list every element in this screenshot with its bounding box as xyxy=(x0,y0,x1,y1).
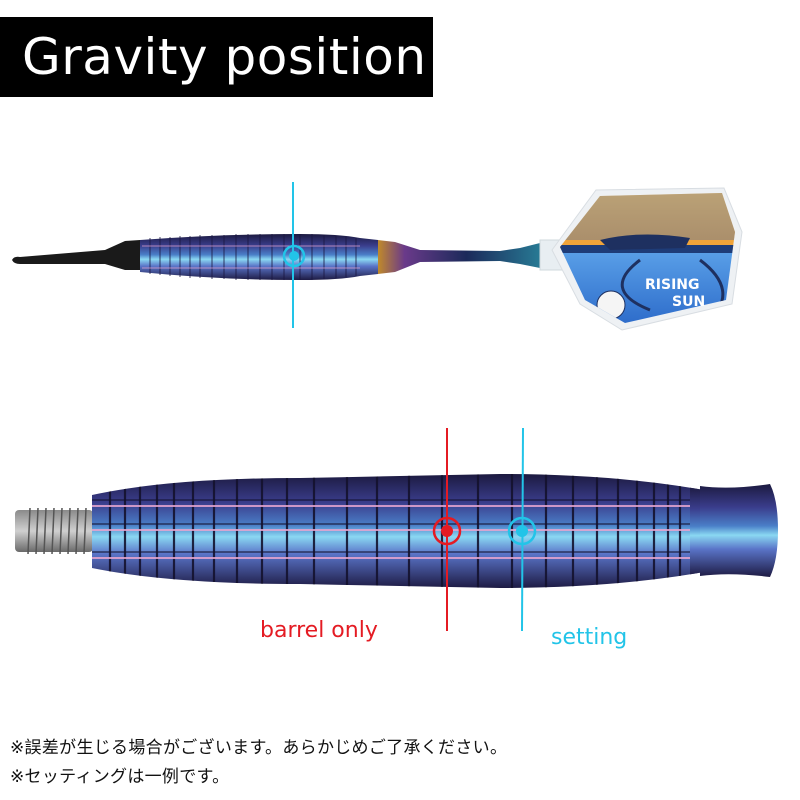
flight-text-sun: SUN xyxy=(672,294,705,310)
page-title: Gravity position xyxy=(22,28,427,86)
dart-tip xyxy=(12,240,140,270)
dart-shaft xyxy=(378,239,563,274)
note-setting-example: ※セッティングは一例です。 xyxy=(10,767,230,787)
dart-flight: RISING SUN xyxy=(551,187,743,331)
bottom-barrel xyxy=(15,474,778,588)
top-barrel xyxy=(140,234,378,280)
top-setting-marker xyxy=(282,182,306,328)
barrel-thread xyxy=(15,507,93,555)
note-tolerance: ※誤差が生じる場合がございます。あらかじめご了承ください。 xyxy=(10,738,508,758)
setting-label: setting xyxy=(551,625,628,650)
title-banner: Gravity position xyxy=(0,17,433,97)
barrel-only-marker xyxy=(432,428,462,631)
barrel-only-label: barrel only xyxy=(260,618,378,643)
flight-text-rising: RISING xyxy=(645,277,700,293)
setting-marker xyxy=(507,427,537,632)
